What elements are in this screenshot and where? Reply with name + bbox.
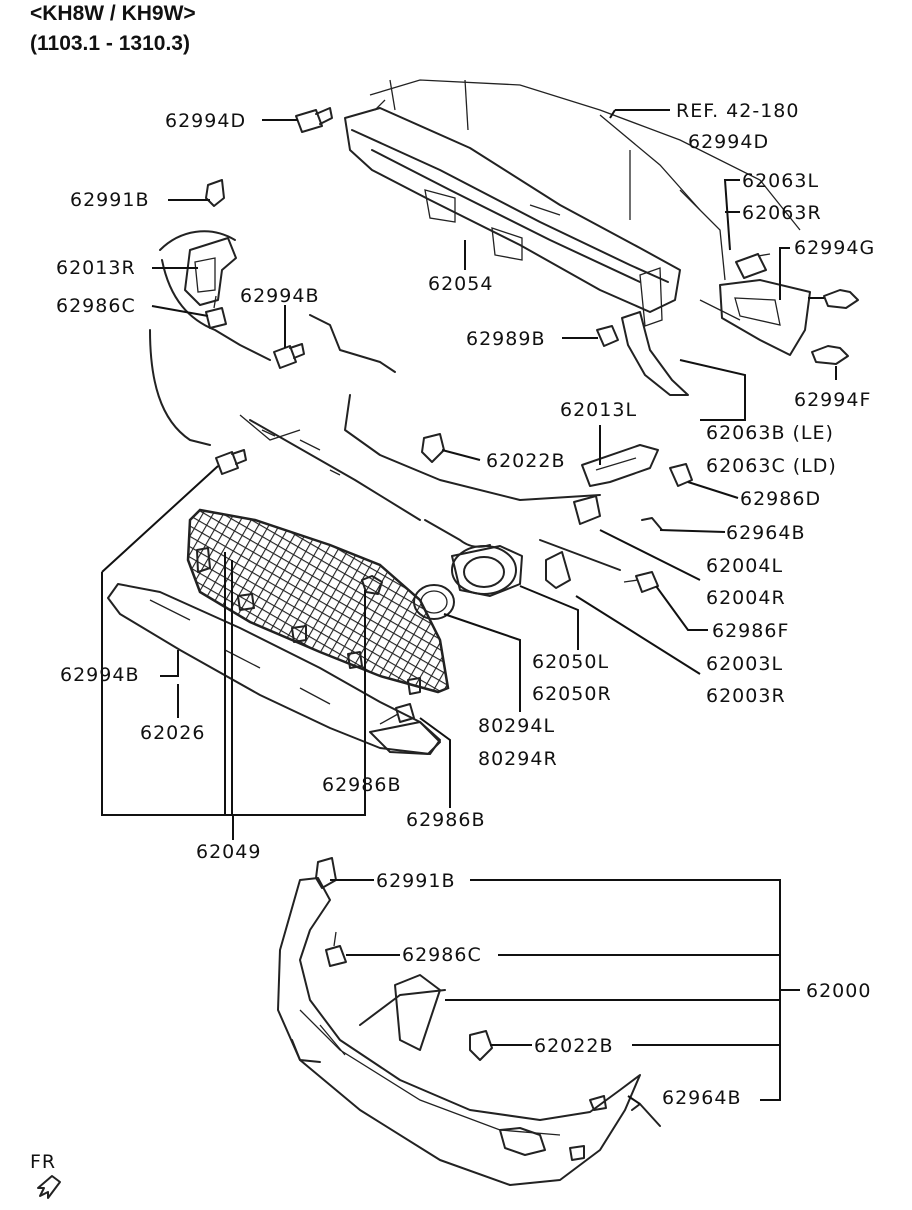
label-62063R: 62063R [742, 202, 822, 224]
label-62004L: 62004L [706, 555, 783, 577]
screw-62986F-icon [623, 571, 659, 593]
label-62000: 62000 [806, 980, 871, 1002]
label-62964B-lower: 62964B [662, 1087, 741, 1109]
side-guide-bracket-62013R [184, 237, 237, 306]
diagram-header-models: <KH8W / KH9W> [30, 2, 196, 25]
label-62003L: 62003L [706, 653, 783, 675]
clip-62994G-icon [823, 289, 859, 309]
label-62986B-b: 62986B [406, 809, 485, 831]
bumper-reinforcement-beam [344, 99, 681, 327]
upper-bumper-cover-outline [149, 230, 621, 571]
label-62063C: 62063C (LD) [706, 455, 837, 477]
label-62049: 62049 [196, 841, 261, 863]
label-62054: 62054 [428, 273, 493, 295]
clip-62994F-icon [811, 345, 849, 365]
bumper-side-bracket-right [719, 279, 811, 356]
nut-62989B-icon [596, 325, 619, 347]
fog-lamp-ring-80294 [413, 584, 455, 620]
label-62050L: 62050L [532, 651, 609, 673]
label-62063B: 62063B (LE) [706, 422, 834, 444]
side-guide-bracket-62013L [581, 444, 659, 487]
label-62994B-lower: 62994B [60, 664, 139, 686]
screw-62986C-upper-icon [205, 295, 227, 329]
label-62050R: 62050R [532, 683, 612, 705]
clip-62022B-lower-icon [469, 1030, 493, 1061]
label-62989B: 62989B [466, 328, 545, 350]
body-reference-outline [369, 79, 801, 321]
label-62063L: 62063L [742, 170, 819, 192]
label-62994D-right: 62994D [688, 131, 769, 153]
clip-62994B-left-icon [215, 449, 247, 475]
label-62022B-lower: 62022B [534, 1035, 613, 1057]
screw-62986C-lower-icon [325, 931, 347, 967]
label-62004R: 62004R [706, 587, 786, 609]
label-80294L: 80294L [478, 715, 555, 737]
front-bumper-assembly [277, 877, 641, 1186]
label-62986F: 62986F [712, 620, 789, 642]
clip-62994B-upper-icon [273, 343, 305, 369]
screw-62986D-icon [669, 463, 693, 487]
label-62013R: 62013R [56, 257, 136, 279]
leader-lines [101, 109, 837, 1105]
clip-62994D-icon [295, 107, 333, 133]
label-62003R: 62003R [706, 685, 786, 707]
bracket-62003-icon [545, 551, 571, 589]
diagram-header-dates: (1103.1 - 1310.3) [30, 32, 190, 55]
label-62991B: 62991B [70, 189, 149, 211]
lower-bumper-strip [107, 583, 441, 755]
clip-62991B-upper-icon [205, 179, 225, 207]
label-62986D: 62986D [740, 488, 821, 510]
pin-62964B-lower-icon [631, 1103, 661, 1127]
label-62013L: 62013L [560, 399, 637, 421]
label-62994G: 62994G [794, 237, 875, 259]
bracket-62004-icon [573, 495, 601, 525]
label-front: FR [30, 1151, 56, 1173]
fog-lamp-bezel-62050 [451, 545, 523, 597]
label-80294R: 80294R [478, 748, 558, 770]
label-62994F: 62994F [794, 389, 871, 411]
label-62986C-upper: 62986C [56, 295, 136, 317]
lower-grille-mesh [186, 508, 450, 695]
clip-62994D-right-icon [735, 253, 771, 279]
label-62986B-a: 62986B [322, 774, 401, 796]
label-62964B-upper: 62964B [726, 522, 805, 544]
pin-62964B-icon [641, 517, 663, 531]
clip-62991B-lower-icon [315, 857, 337, 889]
label-62026: 62026 [140, 722, 205, 744]
label-62986C-lower: 62986C [402, 944, 482, 966]
label-62994B-upper: 62994B [240, 285, 319, 307]
front-direction-arrow-icon [37, 1175, 61, 1199]
label-62991B-lower: 62991B [376, 870, 455, 892]
label-62022B-upper: 62022B [486, 450, 565, 472]
part-labels: 62994D REF. 42-180 62994D 62063L 62991B … [30, 100, 875, 1173]
screw-62986B-icon [379, 703, 415, 725]
clip-62022B-upper-icon [421, 433, 445, 463]
label-62994D: 62994D [165, 110, 246, 132]
bumper-side-bracket-left-lower [621, 311, 689, 396]
label-reference: REF. 42-180 [676, 100, 799, 122]
